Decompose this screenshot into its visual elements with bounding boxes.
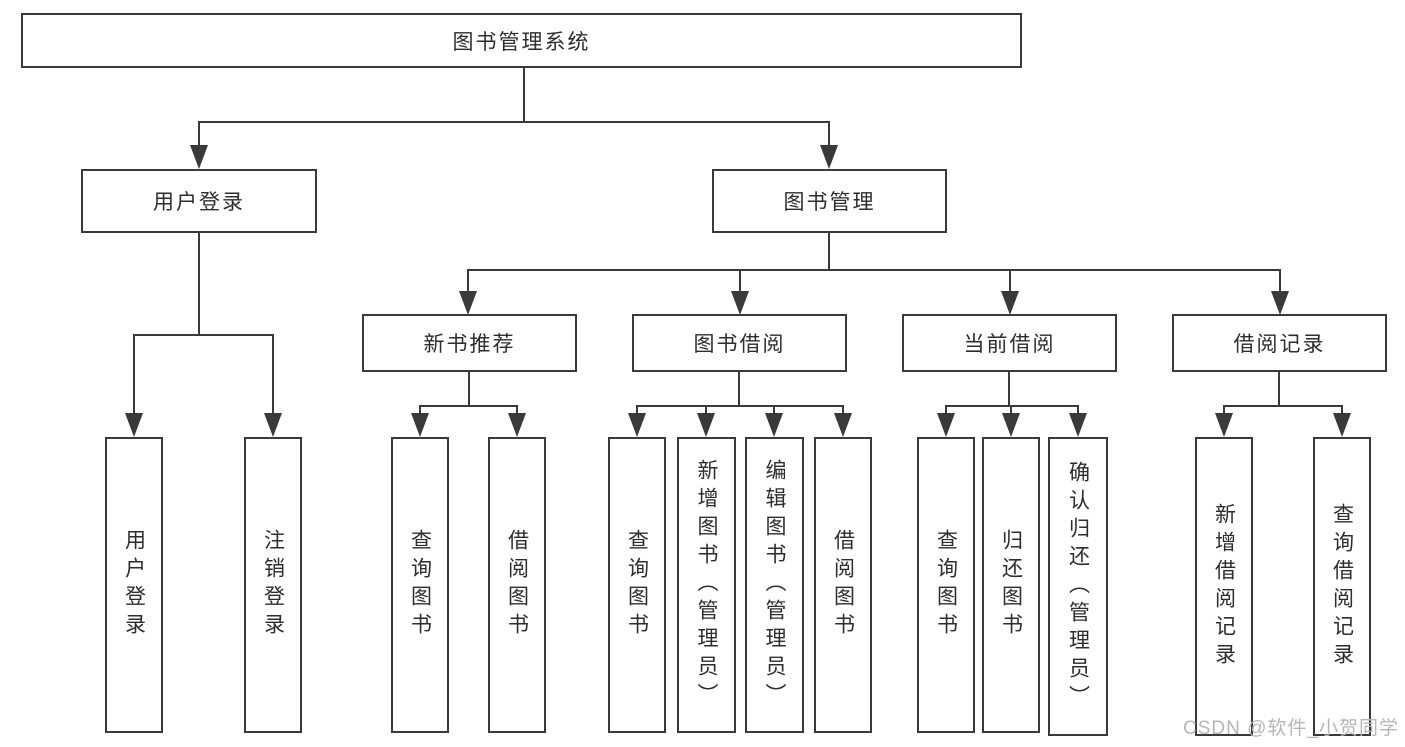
- csdn-watermark: CSDN @软件_小贺同学: [1183, 718, 1399, 739]
- connector: [1223, 405, 1343, 407]
- node-edit-book-admin: 编辑图书（管理员）: [745, 437, 804, 733]
- node-label: 新增图书（管理员）: [695, 459, 718, 711]
- connector: [419, 405, 518, 407]
- connector: [1279, 269, 1281, 293]
- connector: [1278, 372, 1280, 407]
- connector: [945, 405, 947, 415]
- connector: [705, 405, 707, 415]
- node-label: 查询图书: [408, 529, 432, 641]
- connector: [738, 372, 740, 407]
- connector: [198, 121, 830, 123]
- connector: [828, 233, 830, 271]
- node-label: 注销登录: [261, 529, 285, 641]
- arrowhead-icon: [765, 413, 783, 437]
- connector: [773, 405, 775, 415]
- arrowhead-icon: [697, 413, 715, 437]
- connector: [516, 405, 518, 415]
- node-label: 查询图书: [934, 529, 958, 641]
- node-label: 新增借阅记录: [1212, 502, 1236, 671]
- node-label: 借阅图书: [505, 529, 529, 641]
- arrowhead-icon: [1333, 413, 1351, 437]
- node-add-book-admin: 新增图书（管理员）: [677, 437, 736, 733]
- node-label: 当前借阅: [963, 333, 1056, 356]
- node-library-management-system: 图书管理系统: [21, 13, 1022, 68]
- node-book-management: 图书管理: [712, 169, 947, 233]
- node-label: 用户登录: [153, 191, 245, 214]
- connector: [828, 121, 830, 147]
- connector: [198, 121, 200, 147]
- arrowhead-icon: [459, 291, 477, 315]
- node-label: 新书推荐: [423, 333, 516, 356]
- arrowhead-icon: [1271, 291, 1289, 315]
- connector: [133, 334, 135, 414]
- arrowhead-icon: [1001, 291, 1019, 315]
- node-label: 用户登录: [122, 529, 146, 641]
- arrowhead-icon: [1069, 413, 1087, 437]
- connector: [636, 405, 844, 407]
- connector: [467, 269, 1281, 271]
- node-add-borrow-record: 新增借阅记录: [1195, 437, 1253, 736]
- connector: [842, 405, 844, 415]
- connector: [133, 334, 274, 336]
- arrowhead-icon: [125, 413, 143, 437]
- arrowhead-icon: [1215, 413, 1233, 437]
- arrowhead-icon: [264, 413, 282, 437]
- arrowhead-icon: [508, 413, 526, 437]
- node-label: 图书借阅: [693, 333, 786, 356]
- arrowhead-icon: [937, 413, 955, 437]
- node-book-borrowing: 图书借阅: [632, 314, 847, 372]
- node-label: 编辑图书（管理员）: [763, 459, 786, 711]
- connector: [198, 233, 200, 336]
- node-borrowing-records: 借阅记录: [1172, 314, 1387, 372]
- connector: [636, 405, 638, 415]
- arrowhead-icon: [1002, 413, 1020, 437]
- node-query-books-recommend: 查询图书: [391, 437, 449, 733]
- node-label: 图书管理: [783, 191, 876, 214]
- arrowhead-icon: [731, 291, 749, 315]
- arrowhead-icon: [411, 413, 429, 437]
- node-logout: 注销登录: [244, 437, 302, 733]
- node-return-book: 归还图书: [982, 437, 1040, 733]
- node-user-login-leaf: 用户登录: [105, 437, 163, 733]
- node-label: 图书管理系统: [452, 30, 591, 54]
- node-label: 查询借阅记录: [1330, 502, 1354, 671]
- node-new-book-recommendation: 新书推荐: [362, 314, 577, 372]
- node-borrow-books: 借阅图书: [814, 437, 872, 733]
- arrowhead-icon: [628, 413, 646, 437]
- connector: [739, 269, 741, 293]
- node-label: 借阅记录: [1233, 333, 1326, 356]
- connector: [1341, 405, 1343, 415]
- node-confirm-return-admin: 确认归还（管理员）: [1048, 437, 1108, 736]
- connector: [1008, 372, 1010, 407]
- connector: [1077, 405, 1079, 415]
- connector: [523, 68, 525, 121]
- node-user-login: 用户登录: [81, 169, 317, 233]
- connector: [467, 269, 469, 293]
- node-query-borrow-record: 查询借阅记录: [1313, 437, 1371, 736]
- arrowhead-icon: [190, 145, 208, 169]
- arrowhead-icon: [834, 413, 852, 437]
- arrowhead-icon: [820, 145, 838, 169]
- node-label: 查询图书: [625, 529, 649, 641]
- node-query-books-borrowing: 查询图书: [608, 437, 666, 733]
- connector: [945, 405, 1079, 407]
- connector: [1223, 405, 1225, 415]
- connector: [1010, 405, 1012, 415]
- node-query-books-current: 查询图书: [917, 437, 975, 733]
- connector: [272, 334, 274, 414]
- connector: [1009, 269, 1011, 293]
- node-label: 借阅图书: [831, 529, 855, 641]
- connector: [419, 405, 421, 415]
- connector: [468, 372, 470, 407]
- node-label: 归还图书: [999, 529, 1023, 641]
- node-label: 确认归还（管理员）: [1066, 460, 1090, 713]
- node-current-borrowing: 当前借阅: [902, 314, 1117, 372]
- node-borrow-books-recommend: 借阅图书: [488, 437, 546, 733]
